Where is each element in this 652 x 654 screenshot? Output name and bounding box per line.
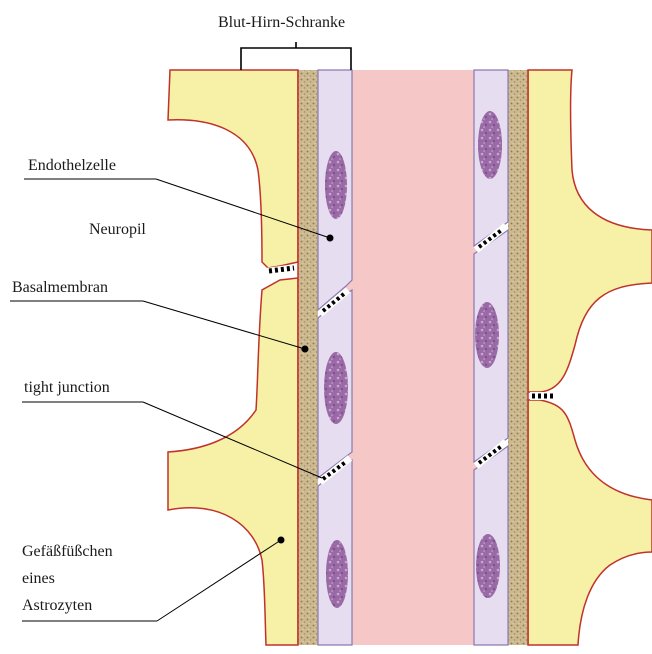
nucleus-left-2: [324, 352, 348, 424]
label-eines: eines: [22, 570, 55, 587]
astrocyte-right-upper: [528, 70, 652, 392]
nucleus-right-3: [476, 534, 500, 598]
endothelzelle-marker: [327, 235, 334, 242]
nucleus-left-1: [325, 151, 347, 219]
label-basalmembran: Basalmembran: [12, 279, 108, 296]
label-neuropil: Neuropil: [89, 221, 146, 238]
nucleus-right-1: [478, 111, 502, 179]
basalmembran-marker: [302, 346, 309, 353]
label-gefaessfuesschen: Gefäßfüßchen: [22, 543, 113, 560]
label-astrozyten: Astrozyten: [22, 597, 92, 614]
basal-membrane-right: [508, 70, 528, 645]
label-blut-hirn-schranke: Blut-Hirn-Schranke: [218, 14, 345, 31]
astrocyte-right-lower: [528, 400, 652, 645]
basal-membrane-left: [298, 70, 318, 645]
astrocyte-left-upper: [168, 70, 298, 268]
label-endothelzelle: Endothelzelle: [28, 157, 116, 174]
vessel-lumen: [340, 70, 486, 645]
astrozyt-marker: [278, 537, 285, 544]
nucleus-right-2: [475, 302, 499, 368]
barrier-bracket: [241, 42, 351, 70]
nucleus-left-3: [326, 540, 348, 608]
label-tight-junction: tight junction: [24, 379, 110, 396]
astrocyte-left-lower: [168, 278, 298, 645]
astrocyte-junction-left: [266, 268, 296, 272]
